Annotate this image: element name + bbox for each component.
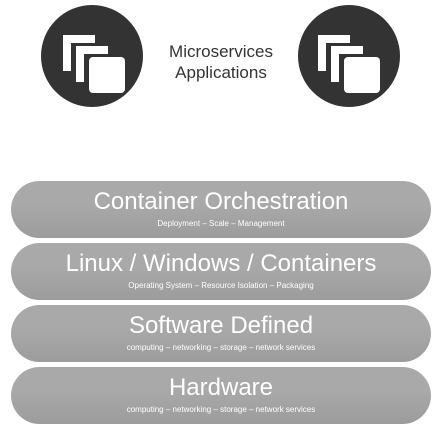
layer-software-defined: Software Defined computing – networking … — [11, 305, 431, 362]
layer-title: Software Defined — [128, 312, 314, 339]
layer-subtitle: computing – networking – storage – netwo… — [126, 405, 316, 414]
stacked-windows-icon — [63, 35, 125, 93]
layer-subtitle: Operating System – Resource Isolation – … — [128, 281, 314, 290]
layer-hardware: Hardware computing – networking – storag… — [11, 367, 431, 424]
layer-title: Linux / Windows / Containers — [65, 250, 377, 277]
title-line-1: Microservices — [169, 42, 273, 61]
stacked-windows-icon — [318, 35, 380, 93]
layer-subtitle: Deployment – Scale – Management — [157, 219, 285, 228]
microservice-icon-left — [41, 5, 143, 107]
layer-title: Container Orchestration — [93, 188, 349, 215]
layer-subtitle: computing – networking – storage – netwo… — [126, 343, 316, 352]
layer-operating-system: Linux / Windows / Containers Operating S… — [11, 243, 431, 300]
microservice-icon-right — [298, 5, 400, 107]
title-line-2: Applications — [175, 63, 267, 82]
page-title: Microservices Applications — [150, 41, 292, 83]
layer-title: Hardware — [168, 374, 274, 401]
layer-container-orchestration: Container Orchestration Deployment – Sca… — [11, 181, 431, 238]
